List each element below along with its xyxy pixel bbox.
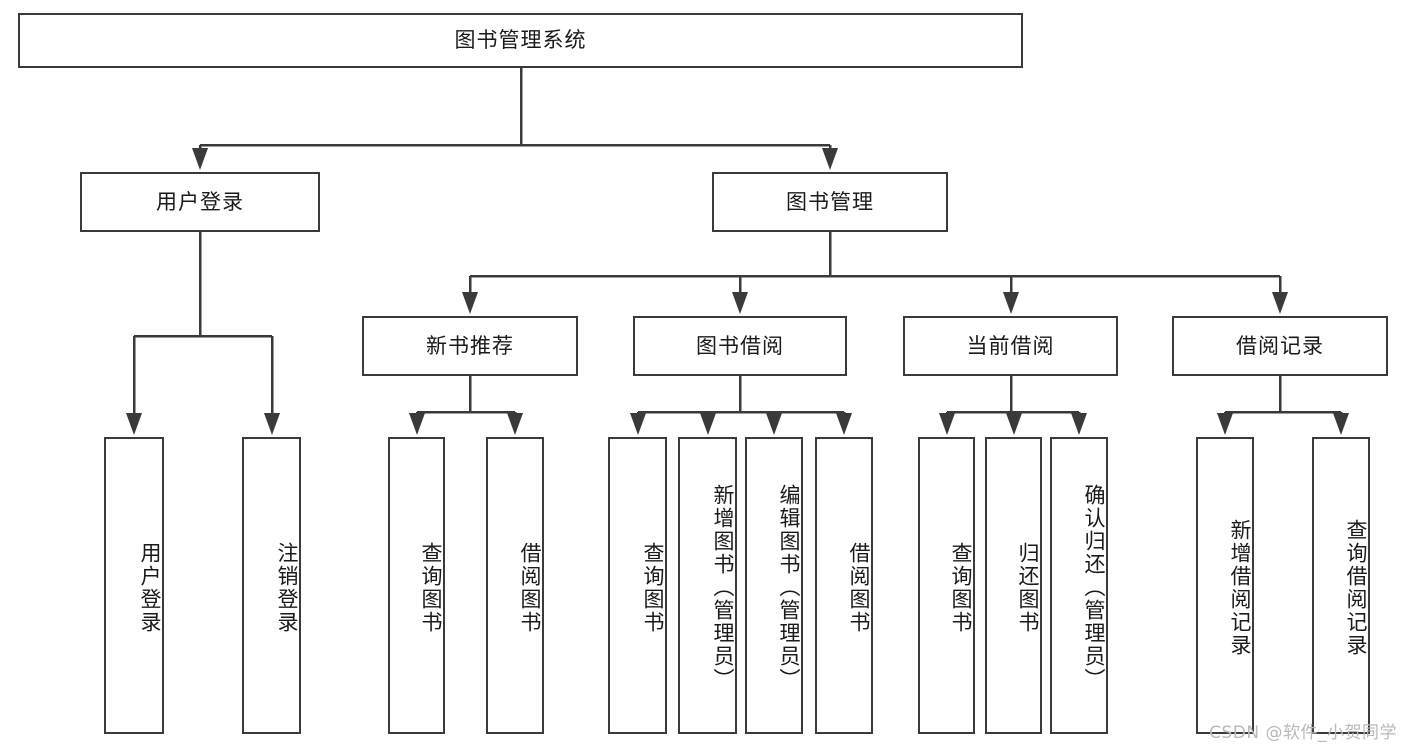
node-label: 用户登录 xyxy=(138,541,162,634)
node-label: 查询图书 xyxy=(419,541,443,634)
node-label: 新增借阅记录 xyxy=(1228,518,1252,657)
node-leaf-borrow-book-b[interactable]: 借阅图书 xyxy=(815,437,873,734)
node-leaf-add-book[interactable]: 新增图书（管理员） xyxy=(678,437,737,734)
node-leaf-user-login[interactable]: 用户登录 xyxy=(104,437,164,734)
node-leaf-confirm-return[interactable]: 确认归还（管理员） xyxy=(1050,437,1108,734)
node-root[interactable]: 图书管理系统 xyxy=(18,13,1023,68)
node-leaf-return-book[interactable]: 归还图书 xyxy=(985,437,1042,734)
node-label: 确认归还（管理员） xyxy=(1082,484,1106,691)
node-label: 借阅图书 xyxy=(518,541,542,634)
node-label: 图书管理系统 xyxy=(454,28,587,53)
node-borrow-record[interactable]: 借阅记录 xyxy=(1172,316,1388,376)
node-label: 图书管理 xyxy=(786,189,874,214)
node-leaf-user-logout[interactable]: 注销登录 xyxy=(242,437,301,734)
node-leaf-query-book-a[interactable]: 查询图书 xyxy=(388,437,445,734)
node-leaf-edit-book[interactable]: 编辑图书（管理员） xyxy=(745,437,803,734)
node-new-book-rec[interactable]: 新书推荐 xyxy=(362,316,578,376)
node-leaf-query-record[interactable]: 查询借阅记录 xyxy=(1312,437,1370,734)
node-leaf-borrow-book-a[interactable]: 借阅图书 xyxy=(486,437,544,734)
watermark: CSDN @软件_小贺同学 xyxy=(1209,723,1397,743)
node-label: 借阅记录 xyxy=(1236,333,1324,358)
node-label: 借阅图书 xyxy=(847,541,871,634)
node-label: 当前借阅 xyxy=(966,333,1055,358)
node-leaf-query-book-c[interactable]: 查询图书 xyxy=(918,437,975,734)
node-label: 编辑图书（管理员） xyxy=(777,484,801,691)
node-book-borrow[interactable]: 图书借阅 xyxy=(633,316,847,376)
node-label: 注销登录 xyxy=(275,541,299,634)
node-current-borrow[interactable]: 当前借阅 xyxy=(903,316,1118,376)
node-label: 用户登录 xyxy=(156,189,244,214)
node-leaf-query-book-b[interactable]: 查询图书 xyxy=(608,437,667,734)
node-label: 归还图书 xyxy=(1016,541,1040,634)
node-book-manage[interactable]: 图书管理 xyxy=(712,172,948,232)
node-label: 新书推荐 xyxy=(426,333,514,358)
node-user-login[interactable]: 用户登录 xyxy=(80,172,320,232)
node-label: 查询借阅记录 xyxy=(1344,518,1368,657)
node-label: 查询图书 xyxy=(949,541,973,634)
node-leaf-add-record[interactable]: 新增借阅记录 xyxy=(1196,437,1254,734)
node-label: 查询图书 xyxy=(641,541,665,634)
node-label: 图书借阅 xyxy=(696,333,784,358)
node-label: 新增图书（管理员） xyxy=(711,484,735,691)
